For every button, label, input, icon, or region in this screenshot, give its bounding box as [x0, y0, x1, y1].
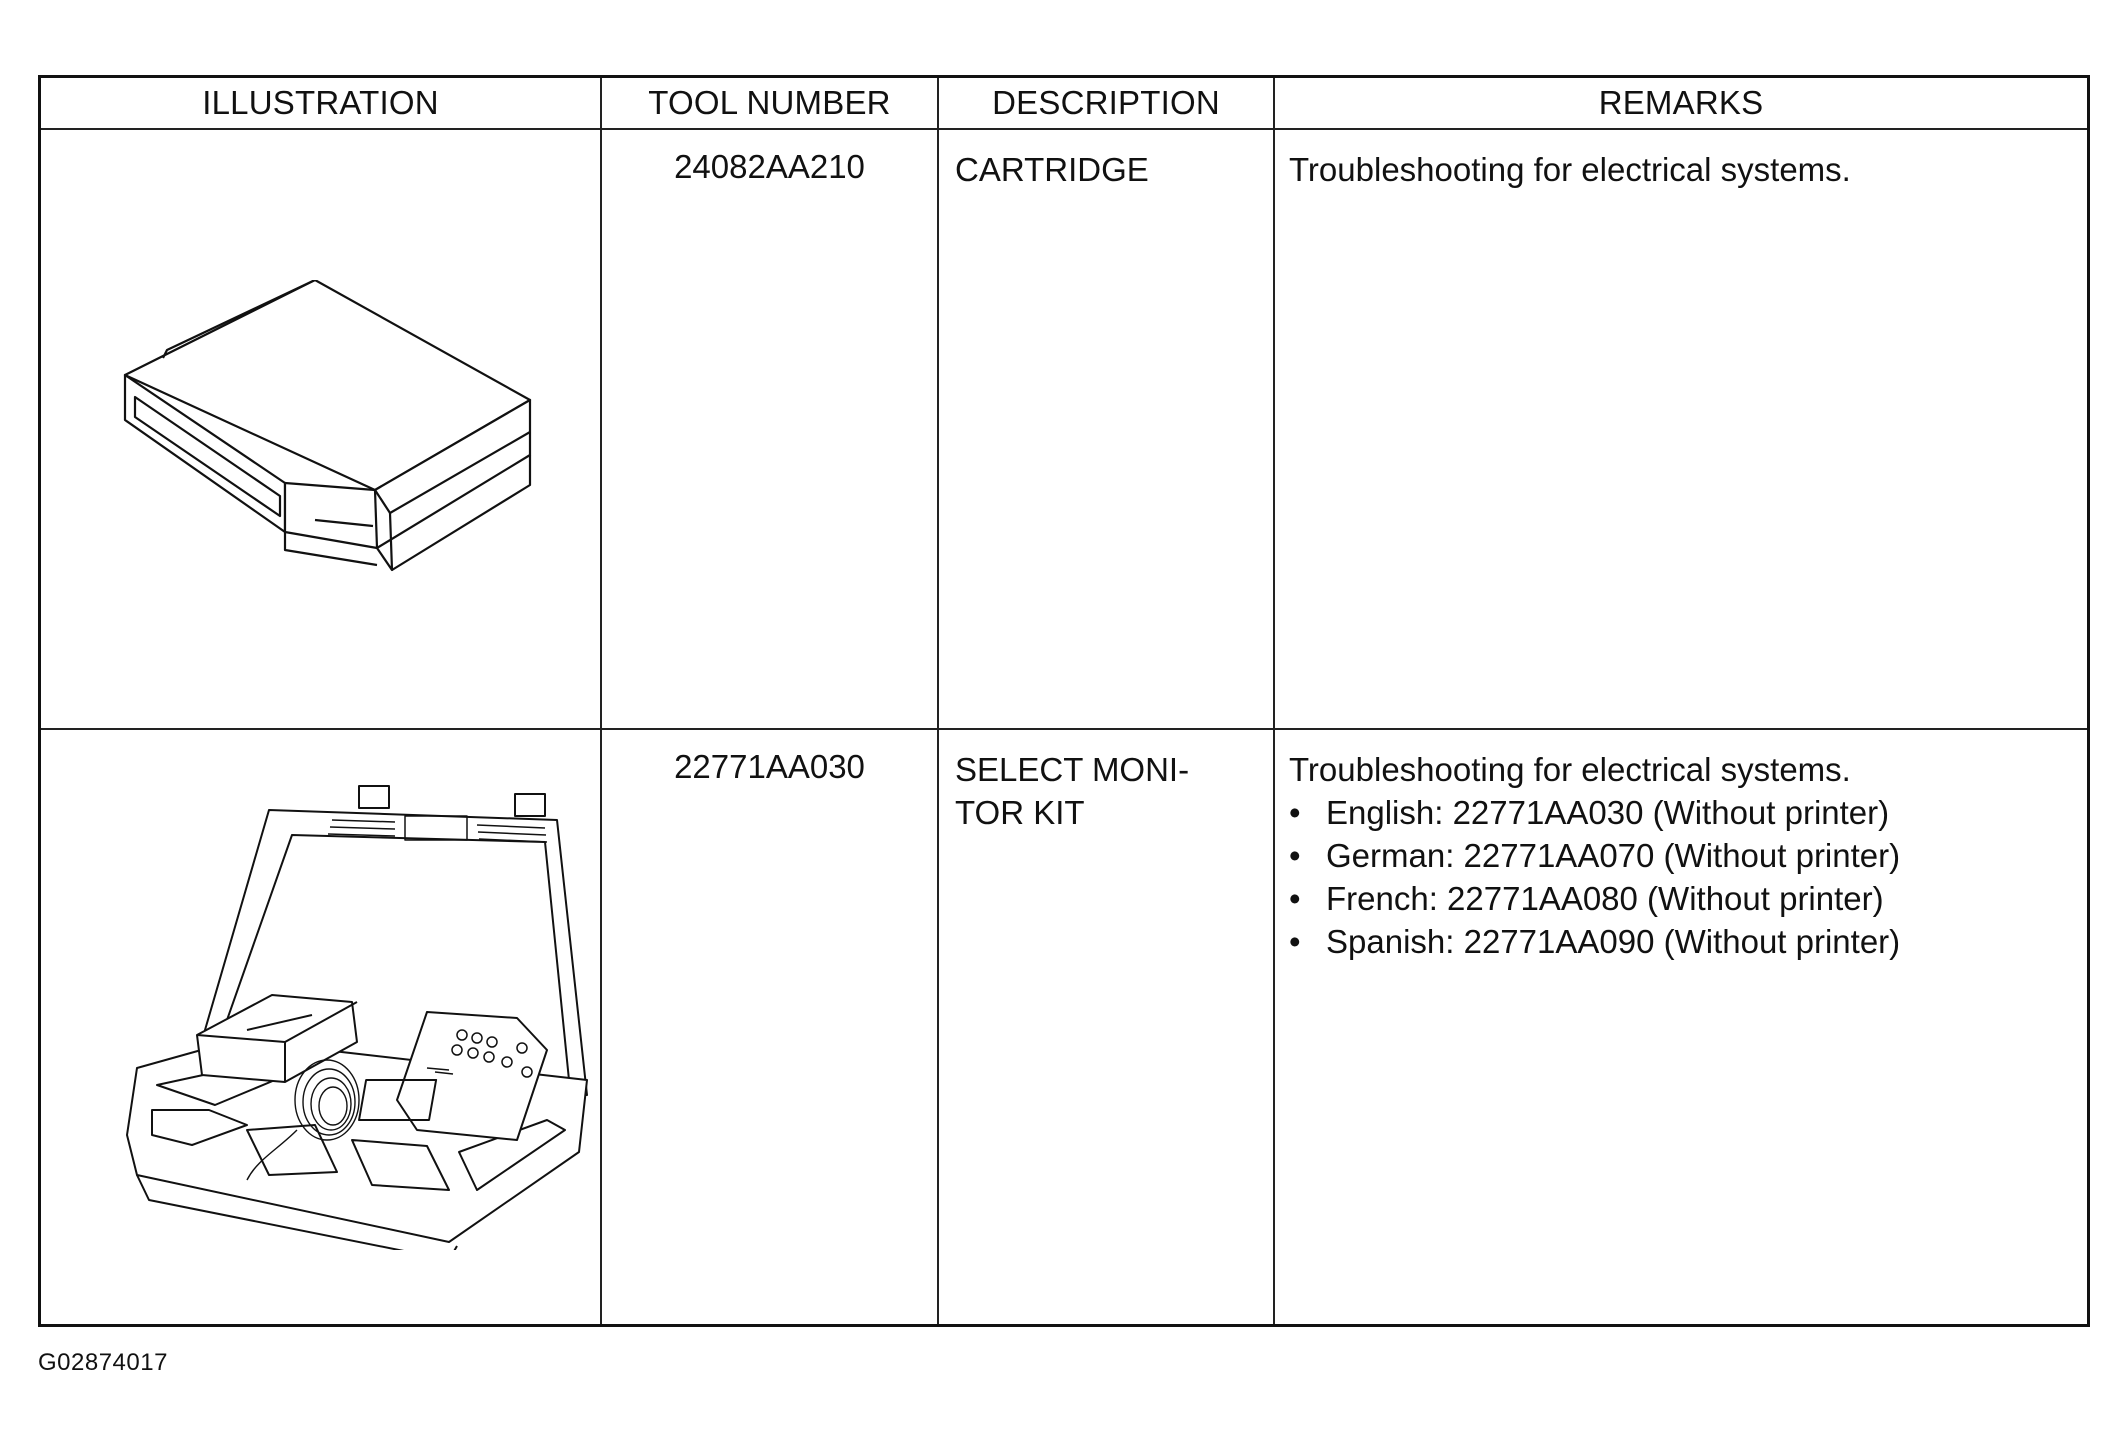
tool-number-cell: 24082AA210: [600, 128, 939, 730]
remarks-text: Troubleshooting for electrical systems.: [1289, 751, 1851, 788]
figure-id: G02874017: [38, 1349, 168, 1376]
list-item: Spanish: 22771AA090 (Without printer): [1289, 920, 2073, 963]
select-monitor-kit-icon: [126, 785, 588, 1250]
remarks-cell: Troubleshooting for electrical systems. …: [1273, 728, 2087, 1324]
tool-number-cell: 22771AA030: [600, 728, 939, 1324]
description-cell: CARTRIDGE: [937, 128, 1275, 730]
remarks-cell: Troubleshooting for electrical systems.: [1273, 128, 2087, 730]
table-row: 24082AA210 CARTRIDGE Troubleshooting for…: [41, 128, 2087, 730]
table-header-row: ILLUSTRATION TOOL NUMBER DESCRIPTION REM…: [41, 78, 2087, 130]
cartridge-icon: [123, 280, 532, 572]
header-remarks: REMARKS: [1273, 78, 2087, 130]
list-item: French: 22771AA080 (Without printer): [1289, 877, 2073, 920]
description-line: TOR KIT: [955, 794, 1085, 831]
remarks-list: English: 22771AA030 (Without printer) Ge…: [1289, 791, 2073, 963]
special-tools-table: ILLUSTRATION TOOL NUMBER DESCRIPTION REM…: [41, 78, 2087, 1324]
list-item: German: 22771AA070 (Without printer): [1289, 834, 2073, 877]
remarks-text: Troubleshooting for electrical systems.: [1289, 151, 1851, 188]
description-cell: SELECT MONI- TOR KIT: [937, 728, 1275, 1324]
table-row: 22771AA030 SELECT MONI- TOR KIT Troubles…: [41, 728, 2087, 1324]
illustration-cell: [41, 128, 602, 730]
header-illustration: ILLUSTRATION: [41, 78, 602, 130]
header-tool-number: TOOL NUMBER: [600, 78, 939, 130]
list-item: English: 22771AA030 (Without printer): [1289, 791, 2073, 834]
illustration-cell: [41, 728, 602, 1324]
header-description: DESCRIPTION: [937, 78, 1275, 130]
special-tools-table-frame: ILLUSTRATION TOOL NUMBER DESCRIPTION REM…: [38, 75, 2090, 1327]
description-line: SELECT MONI-: [955, 751, 1190, 788]
